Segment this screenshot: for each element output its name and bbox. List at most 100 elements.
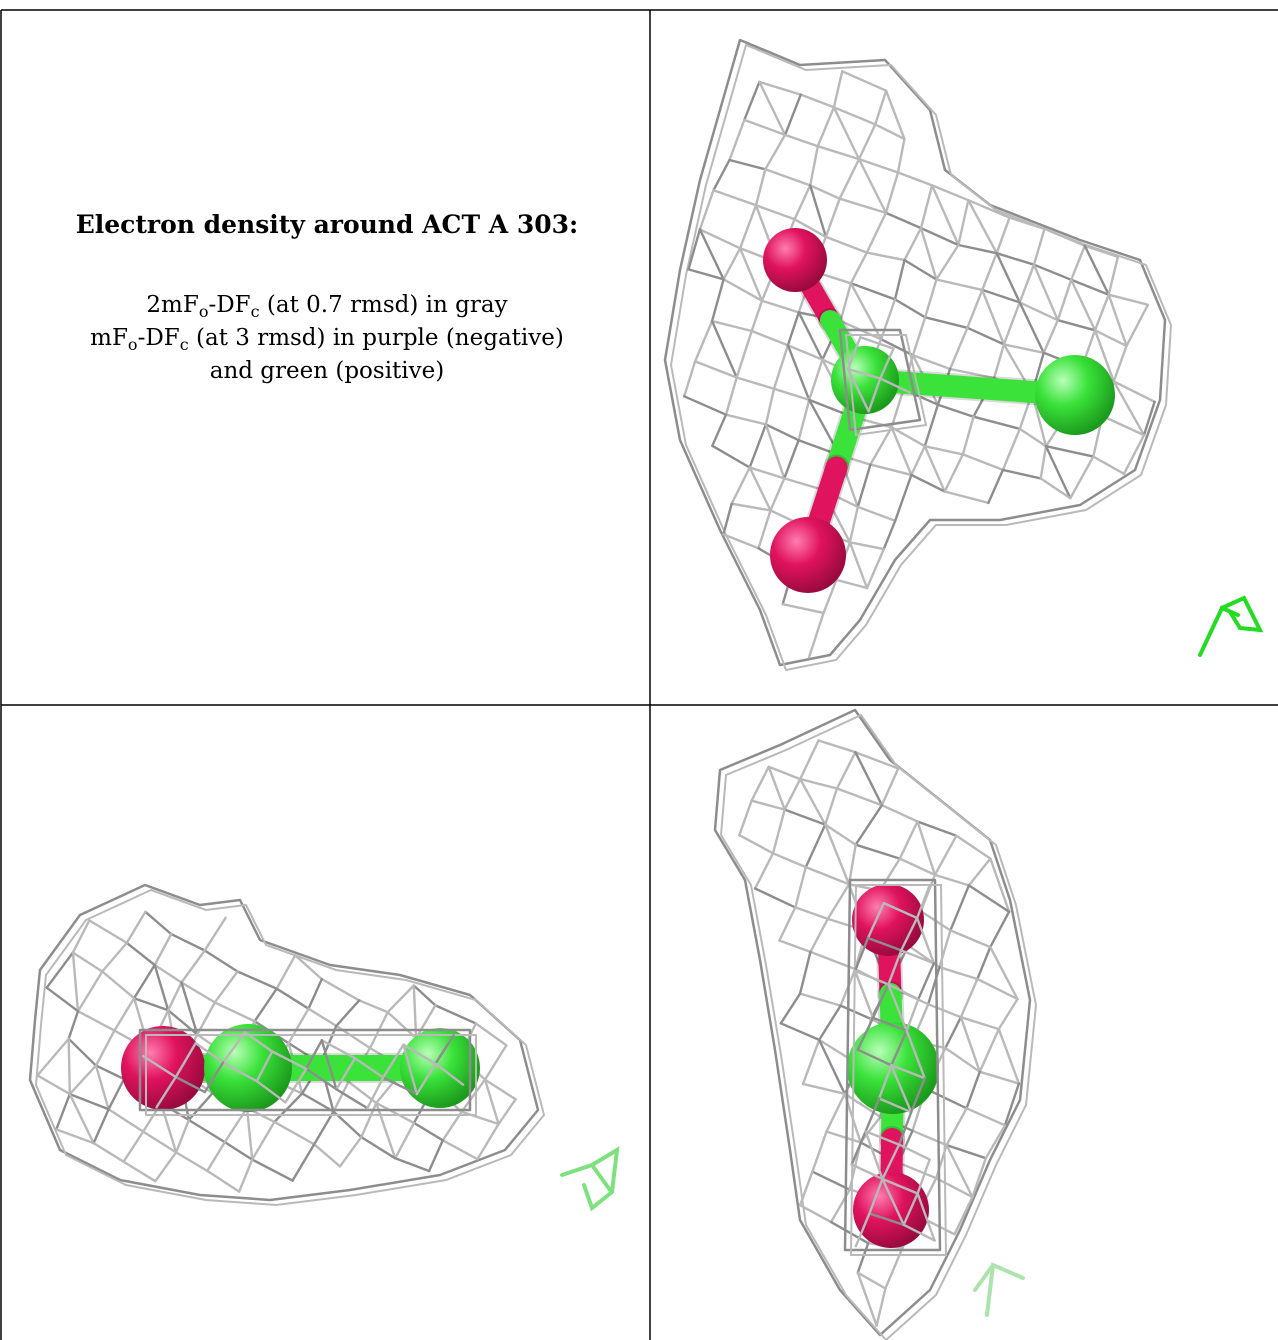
mesh-strand <box>935 1176 974 1199</box>
mesh-strand <box>738 833 775 855</box>
mesh-strand <box>360 1101 378 1139</box>
mesh-strand <box>743 118 787 137</box>
mesh-strand <box>750 799 786 811</box>
mesh-strand <box>203 1061 225 1094</box>
mesh-strand <box>818 1038 846 1096</box>
mesh-strand <box>441 1110 463 1142</box>
mesh-strand <box>874 89 888 126</box>
mesh-strand <box>335 1088 369 1110</box>
mesh-strand <box>976 945 992 981</box>
mesh-strand <box>757 509 772 550</box>
mesh-strand <box>125 910 147 945</box>
mesh-cage <box>663 38 1173 672</box>
mesh-strand <box>945 1143 974 1199</box>
mesh-strand <box>769 477 786 512</box>
mesh-strand <box>799 777 827 826</box>
mesh-outline <box>138 1028 472 1112</box>
mesh-strand <box>866 901 885 940</box>
mesh-strand <box>857 157 900 174</box>
mesh-strand <box>754 168 767 207</box>
mesh-strand <box>36 1037 70 1077</box>
mesh-strand <box>386 984 415 1014</box>
mesh-strand <box>793 184 812 221</box>
mesh-strand <box>132 963 156 1000</box>
mesh-strand <box>107 1077 126 1111</box>
mesh-strand <box>853 969 875 1020</box>
mesh-strand <box>764 168 812 187</box>
mesh-strand <box>750 329 790 347</box>
mesh-strand <box>824 235 868 254</box>
mesh-strand <box>730 502 772 512</box>
mesh-strand <box>967 884 1011 913</box>
mesh-strand <box>1032 263 1073 281</box>
mesh-strand <box>923 445 965 456</box>
mesh-strand <box>320 1039 338 1091</box>
mesh-strand <box>887 983 920 1001</box>
mesh-strand <box>878 1097 913 1114</box>
mesh-strand <box>693 360 738 379</box>
mesh-strand <box>203 916 227 952</box>
mesh-strand <box>683 360 697 398</box>
mesh-strand <box>879 298 897 341</box>
mesh-strand <box>935 278 984 292</box>
mesh-strand <box>141 1130 178 1154</box>
mesh-outline-inner <box>719 713 1038 1340</box>
mesh-strand <box>132 997 170 1012</box>
mesh-strand <box>856 1271 878 1327</box>
mesh-strand <box>722 502 733 536</box>
axis-indicator-icon <box>560 1146 620 1212</box>
mesh-strand <box>856 1016 875 1051</box>
mesh-strand <box>857 123 877 161</box>
mesh-strand <box>903 258 938 281</box>
mesh-strand <box>847 843 857 886</box>
mesh-strand <box>809 184 828 239</box>
mesh-strand <box>698 228 725 281</box>
mesh-strand <box>835 578 869 590</box>
mesh-outline-inner <box>844 334 928 437</box>
mesh-strand <box>919 226 938 281</box>
mesh-strand <box>307 1007 338 1028</box>
mesh-strand <box>825 1130 862 1144</box>
mesh-strand <box>375 1101 397 1160</box>
mesh-strand <box>382 1076 418 1096</box>
mesh-strand <box>483 1078 517 1101</box>
molecule-model <box>121 1024 480 1116</box>
mesh-strand <box>981 288 1006 346</box>
mesh-outline <box>28 883 540 1202</box>
mesh-strand <box>864 1130 901 1146</box>
mesh-strand <box>997 997 1019 1031</box>
mesh-strand <box>174 1118 191 1154</box>
mesh-strand <box>927 1003 963 1019</box>
mesh-strand <box>273 1092 304 1124</box>
mesh-strand <box>1107 293 1128 348</box>
mesh-strand <box>781 603 825 615</box>
mesh-strand <box>798 992 842 1007</box>
mesh-strand <box>923 403 940 448</box>
mesh-strand <box>799 93 836 109</box>
mesh-strand <box>743 80 761 122</box>
mesh-strand <box>159 1101 178 1154</box>
mesh-strand <box>748 423 768 469</box>
mesh-strand <box>987 468 1005 505</box>
caption-title: Electron density around ACT A 303: <box>75 210 579 239</box>
mesh-strand <box>1069 455 1095 500</box>
mesh-strand <box>236 970 278 990</box>
mesh-strand <box>794 865 807 909</box>
mesh-strand <box>890 426 926 448</box>
mesh-strand <box>924 316 969 329</box>
mesh-strand <box>948 326 969 371</box>
mesh-strand <box>764 423 800 442</box>
mesh-strand <box>287 1007 310 1045</box>
mesh-strand <box>989 857 1011 913</box>
mesh-strand <box>335 999 361 1028</box>
mesh-strand <box>995 216 1011 255</box>
mesh-strand <box>305 1067 338 1091</box>
mesh-strand <box>967 198 1011 219</box>
mesh-strand <box>1044 445 1072 500</box>
mesh-strand <box>945 1143 987 1160</box>
mesh-strand <box>687 268 725 281</box>
mesh-strand <box>910 1076 926 1114</box>
mesh-strand <box>905 1029 926 1080</box>
mesh-strand <box>824 197 841 239</box>
mesh-strand <box>174 1151 209 1173</box>
